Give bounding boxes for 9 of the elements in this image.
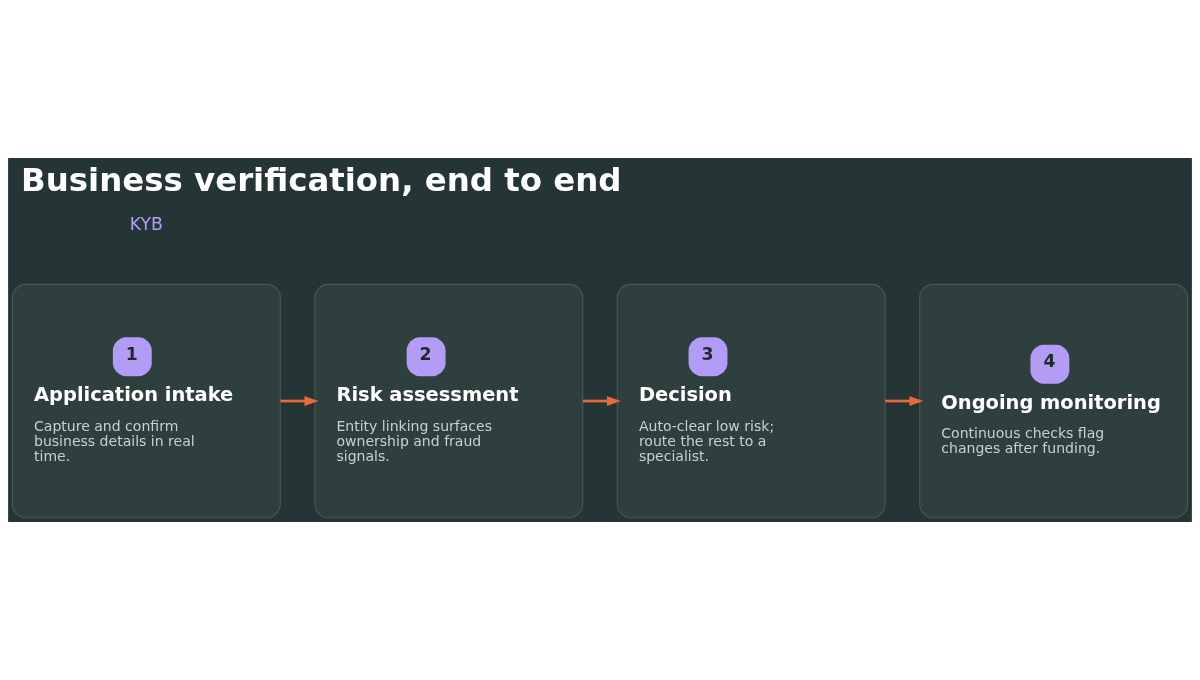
arrow xyxy=(582,396,621,406)
node-box: 2 Risk assessment Entity linking surfaces ownership and fraud signals. xyxy=(314,283,584,519)
arrow xyxy=(885,396,924,406)
label: KYB xyxy=(129,214,163,235)
node-box: 1 Application intake Capture and confirm business details in real time. xyxy=(11,283,281,519)
arrow xyxy=(280,396,319,406)
diagram-title: Business verification, end to end xyxy=(21,161,622,200)
node-box: 3 Decision Auto-clear low risk; route the rest to a specialist. xyxy=(616,283,886,519)
node-box: 4 Ongoing monitoring Continuous checks flag changes after funding. xyxy=(919,283,1189,519)
